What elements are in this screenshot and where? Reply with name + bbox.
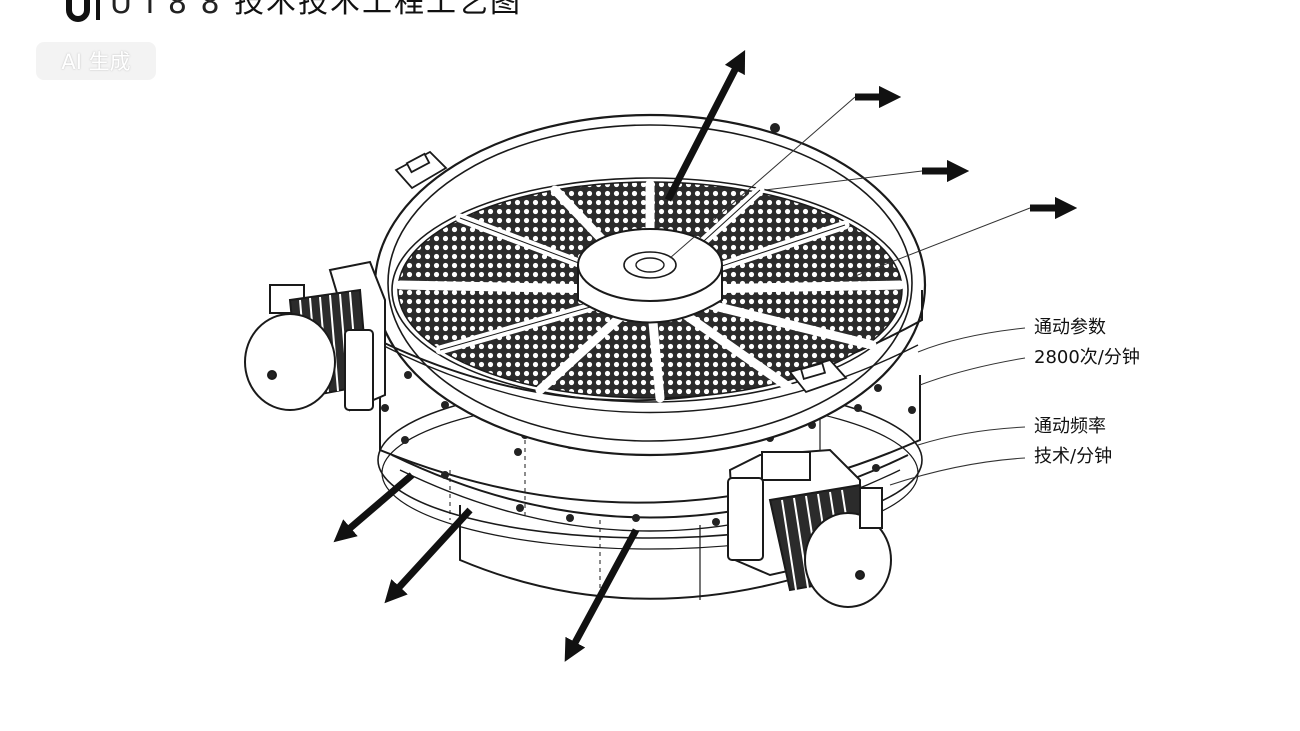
vibration-parameter-value: 2800次/分钟 bbox=[1034, 347, 1140, 368]
logo-text: U I 8 8 bbox=[110, 0, 222, 21]
ai-generated-badge: AI 生成 bbox=[36, 42, 156, 80]
left-motor bbox=[244, 260, 386, 412]
rim-clamps bbox=[394, 150, 848, 394]
center-hub bbox=[577, 228, 723, 324]
leader-lines bbox=[669, 96, 1031, 486]
brand-logo: U I 8 8 bbox=[62, 0, 222, 24]
page-title: 技术技术工程工艺图 bbox=[234, 0, 522, 20]
vibration-frequency-label: 通动频率 bbox=[1034, 416, 1106, 437]
vibration-frequency-value: 技术/分钟 bbox=[1034, 446, 1113, 467]
vibration-parameter-label: 通动参数 bbox=[1034, 317, 1106, 338]
flow-arrows bbox=[333, 50, 1078, 662]
logo-mark-icon bbox=[66, 0, 100, 22]
right-motor bbox=[727, 448, 892, 608]
